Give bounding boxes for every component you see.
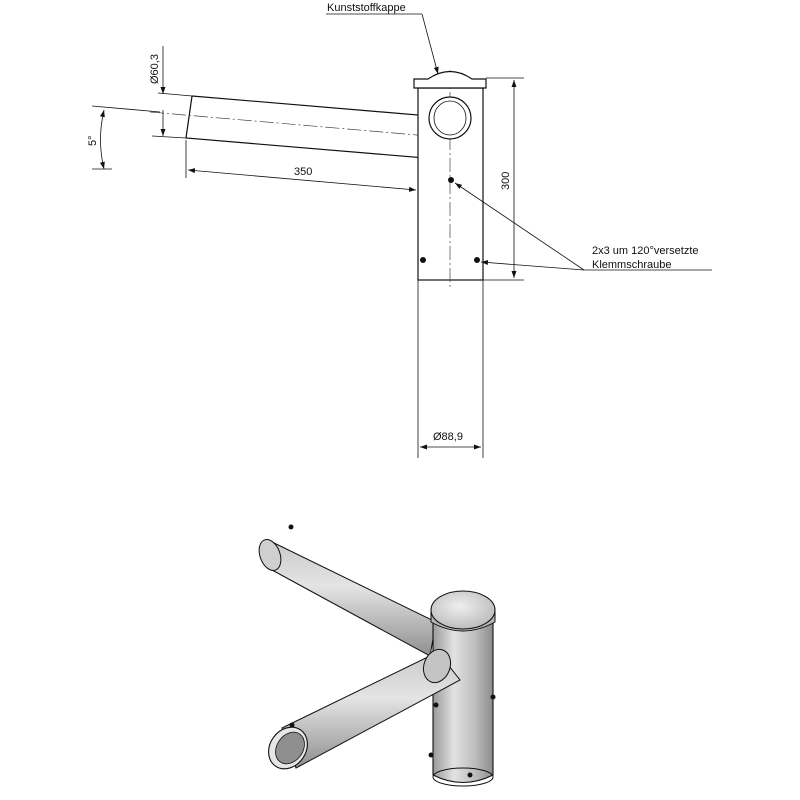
screws-label-line1: 2x3 um 120°versetzte <box>592 245 699 257</box>
pole-diameter-label: Ø88,9 <box>433 431 463 443</box>
arm-length-dimension: 350 <box>185 140 419 196</box>
plastic-cap <box>413 70 487 89</box>
upper-arm-3d <box>258 524 437 657</box>
height-dimension: 300 <box>483 77 524 281</box>
screw-hole-icon <box>433 702 439 708</box>
arm-tube <box>149 95 441 159</box>
arm-length-label: 350 <box>294 166 312 178</box>
clamp-screw <box>448 177 454 183</box>
screw-hole-icon <box>467 772 473 778</box>
screws-label-line2: Klemmschraube <box>592 259 671 271</box>
screw-hole-icon <box>428 752 434 758</box>
clamp-screw <box>420 257 426 263</box>
screws-callout: 2x3 um 120°versetzte Klemmschraube <box>454 182 712 271</box>
cap-callout: Kunststoffkappe <box>326 2 439 75</box>
angle-label: 5° <box>87 135 99 146</box>
side-view: Ø60,3 5° 350 300 Kunststoffkappe <box>87 2 712 458</box>
pole <box>413 70 487 458</box>
angle-dimension: 5° <box>87 105 161 170</box>
pole-3d <box>428 621 496 787</box>
screw-hole-icon <box>289 722 295 728</box>
arm-diameter-label: Ø60,3 <box>149 54 161 84</box>
cap-label: Kunststoffkappe <box>327 2 406 14</box>
plastic-cap-3d <box>430 590 496 632</box>
screw-hole-icon <box>288 524 294 530</box>
isometric-view <box>258 524 496 787</box>
screw-hole-icon <box>490 694 496 700</box>
pole-diameter-dimension: Ø88,9 <box>420 431 481 450</box>
height-label: 300 <box>500 172 512 190</box>
clamp-screw <box>474 257 480 263</box>
lower-arm-3d <box>268 648 461 770</box>
arm-diameter-dimension: Ø60,3 <box>149 46 193 139</box>
